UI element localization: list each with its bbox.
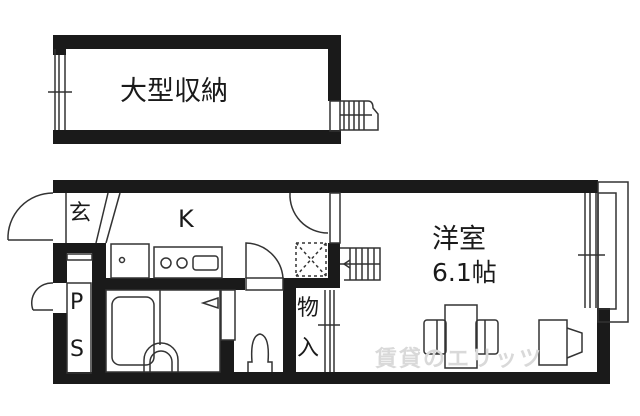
desk-chair — [538, 319, 583, 366]
western-room-label: 洋室 — [432, 224, 486, 255]
closet-label-bottom: 入 — [297, 336, 320, 361]
room-stair — [340, 247, 381, 281]
entrance-label: 玄 — [69, 201, 92, 226]
bath-door — [245, 242, 284, 291]
wall-right-lower — [597, 308, 610, 384]
kitchen-sink — [110, 243, 150, 279]
washer-space — [295, 242, 327, 277]
storage-wall-left-top — [53, 35, 66, 55]
wall-top — [53, 180, 598, 193]
storage-stair — [329, 100, 379, 132]
wall-entrance-block — [53, 243, 103, 253]
wall-bath-toilet-divider — [220, 340, 234, 384]
wall-left-lower — [53, 313, 67, 384]
ps-door — [30, 282, 92, 374]
wall-closet-left — [283, 278, 296, 384]
storage-wall-top — [53, 35, 341, 49]
storage-sliding-door — [48, 49, 72, 130]
entrance-door — [7, 192, 121, 261]
ps-label-bottom: S — [70, 337, 84, 362]
closet-label-top: 物 — [297, 296, 320, 321]
closet-doors — [318, 290, 340, 372]
western-room-size: 6.1帖 — [432, 258, 497, 287]
wall-room-divider — [328, 243, 340, 288]
wall-left-mid — [53, 243, 67, 283]
wall-kitchen-bottom — [92, 278, 245, 290]
watermark: 賃貸のエリッツ — [375, 347, 544, 372]
toilet — [220, 289, 273, 372]
storage-room-label: 大型収納 — [120, 76, 228, 107]
room-window — [578, 181, 629, 323]
bathtub — [105, 289, 221, 373]
kitchen-stove — [153, 246, 223, 279]
wall-bottom — [53, 372, 610, 384]
storage-wall-bottom — [53, 130, 341, 144]
wall-closet-top — [283, 278, 331, 288]
storage-wall-right — [328, 35, 341, 101]
ps-label-top: P — [70, 290, 84, 315]
room-door — [289, 192, 341, 244]
kitchen-label: K — [178, 205, 194, 233]
dining-set — [423, 304, 499, 369]
